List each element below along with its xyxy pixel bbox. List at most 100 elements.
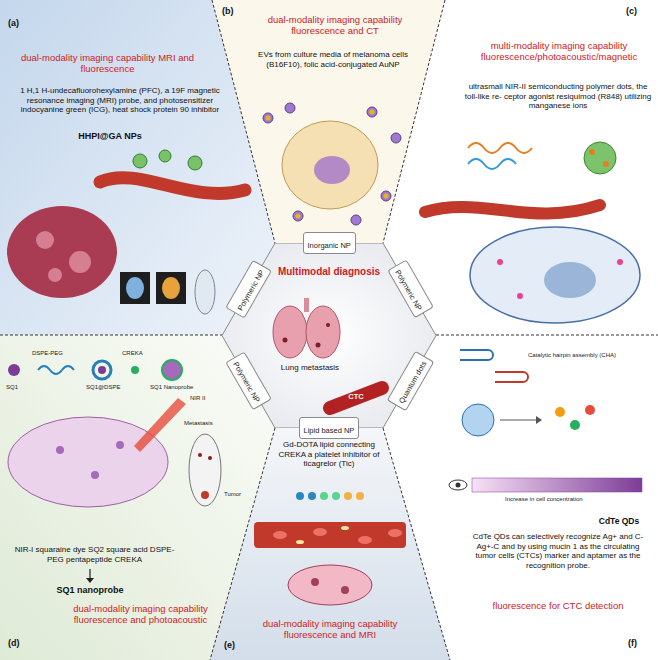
panel-text: (d): [8, 638, 30, 649]
tumor-cell: [288, 565, 372, 605]
text-slot: dual-modality imaging capability fluores…: [255, 14, 415, 37]
section-heading: Multimodal diagnosis: [274, 266, 384, 278]
panel-text: (f): [628, 638, 652, 649]
divider-line: [0, 335, 222, 336]
panel-text: ultrasmall NIR-II semiconducting polymer…: [464, 82, 652, 111]
metastasis-dot: [316, 343, 321, 348]
lipid-unit: [308, 492, 316, 500]
arrow-shaft: [89, 569, 90, 579]
lipid-unit: [356, 492, 364, 500]
text-slot: CdTe QDs can selectively recognize Ag+ a…: [466, 532, 650, 570]
panel-ground: [383, 335, 658, 660]
eye-icon: [449, 480, 467, 490]
gold-particle: [384, 194, 389, 199]
nanoprobe: [162, 360, 182, 380]
panel-text: (c): [626, 6, 650, 17]
nucleus: [314, 156, 350, 184]
platelet: [341, 526, 349, 530]
label-slot: DSPE-PEG: [32, 350, 63, 357]
category-tag: Inorganic NP: [303, 232, 356, 254]
gold-particle: [296, 214, 301, 219]
panel-text: NIR-I squaraine dye SQ2 square acid DSPE…: [12, 545, 177, 564]
label-slot: Metastasis: [184, 420, 213, 427]
tag-label: Polymeric NP: [231, 360, 262, 404]
tumor-cell: [69, 251, 91, 273]
eye-pupil: [456, 483, 461, 488]
panel-ground: [383, 0, 658, 335]
fluorescence-image: [156, 272, 186, 304]
red-cell: [358, 536, 372, 544]
quantum-dot: [555, 407, 565, 417]
polymer-dot: [584, 142, 616, 174]
text-slot: CTC: [344, 392, 368, 401]
manganese-ion: [617, 259, 623, 265]
metastasis-dot: [326, 323, 330, 327]
arrow-head: [86, 578, 94, 583]
panel-text: Gd-DOTA lipid connecting CREKA a platele…: [277, 440, 381, 469]
nucleus: [341, 586, 349, 594]
text-slot: (e): [224, 640, 244, 651]
text-slot: 1 H,1 H-undecafluorohexylamine (PFC), a …: [14, 86, 226, 115]
blood-vessel: [425, 205, 600, 213]
text-slot: Gd-DOTA lipid connecting CREKA a platele…: [277, 440, 381, 469]
label-slot: CREKA: [122, 350, 143, 357]
text-slot: Lung metastasis: [270, 363, 350, 373]
hexagon-ground: [222, 243, 436, 428]
drug-dot: [589, 149, 595, 155]
lipid-unit: [296, 492, 304, 500]
metastasis-dot: [198, 453, 202, 457]
panel-c: (c) multi-modality imaging capability flu…: [383, 0, 658, 335]
panel-text: HHPI@GA NPs: [50, 131, 170, 142]
label-slot: Tumor: [224, 491, 241, 498]
blood-vessel: [254, 522, 406, 548]
section-heading: dual-modality imaging capability fluores…: [255, 14, 415, 37]
nanoparticle: [133, 154, 147, 168]
lipid-unit: [344, 492, 352, 500]
section-heading: multi-modality imaging capability fluore…: [466, 40, 652, 63]
panel-a: (a) dual-modality imaging capability MRI …: [0, 0, 275, 335]
label-slot: NIR II: [190, 395, 205, 402]
blood-vessel: [100, 178, 245, 194]
text-slot: (b): [222, 6, 244, 17]
nanoprobe: [91, 471, 99, 479]
illustration-label: Metastasis: [184, 420, 213, 427]
text-slot: (f): [628, 638, 652, 649]
panel-text: EVs from culture media of melanoma cells…: [258, 50, 408, 69]
nanoprobe: [116, 441, 124, 449]
nanoparticle: [188, 156, 202, 170]
fluorescence-signal: [162, 277, 180, 299]
divider-line: [212, 0, 275, 243]
manganese-ion: [517, 293, 523, 299]
text-slot: SQ1 nanoprobe: [40, 585, 140, 596]
mri-signal: [126, 277, 144, 299]
text-slot: dual-modality imaging capability fluores…: [246, 618, 414, 641]
text-slot: CdTe QDs: [588, 516, 650, 526]
mri-image: [120, 272, 150, 304]
vesicle: [351, 215, 361, 225]
panel-text: (a): [8, 18, 32, 29]
illustration-label: NIR II: [190, 395, 205, 402]
lung-lobe: [306, 306, 340, 358]
section-heading: fluorescence for CTC detection: [478, 600, 638, 611]
tumor-cell: [462, 404, 494, 436]
manganese-ion: [497, 259, 503, 265]
mouse: [195, 270, 215, 314]
tumor-cell: [48, 268, 62, 282]
label-slot: Catalytic hairpin assembly (CHA): [528, 352, 616, 359]
category-tag: Polymeric NP: [225, 351, 272, 410]
nucleus: [544, 262, 596, 298]
melanoma-cell: [282, 121, 378, 209]
nanoprobe: [56, 446, 64, 454]
category-tag: Polymeric NP: [387, 259, 434, 318]
mouse: [189, 434, 221, 506]
panel-text: CTC: [344, 392, 368, 401]
vesicle: [285, 103, 295, 113]
metastasis-dot: [208, 456, 212, 460]
tumor-cell: [36, 231, 54, 249]
peg-chain: [38, 366, 74, 374]
red-cell: [388, 529, 402, 537]
panel-b: (b) dual-modality imaging capability fluo…: [212, 0, 445, 243]
section-heading: dual-modality imaging capability MRI and…: [20, 52, 195, 75]
gold-particles: [266, 110, 389, 219]
